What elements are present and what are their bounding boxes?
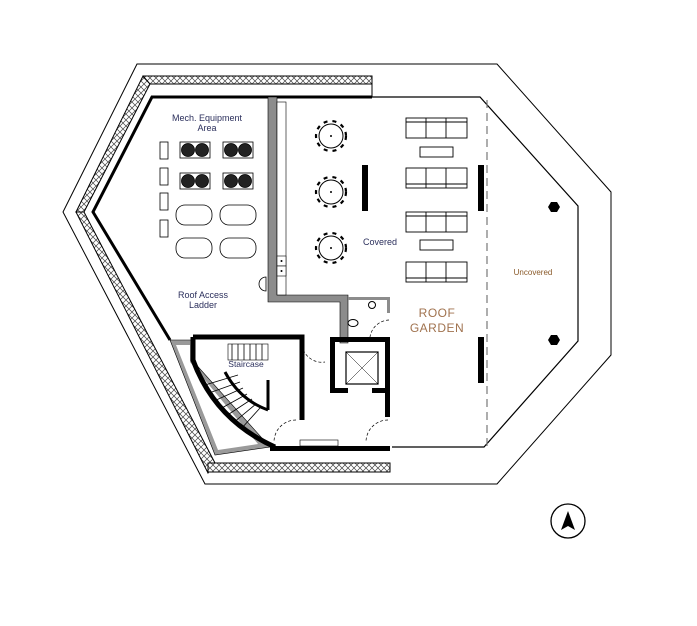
railing-top (142, 75, 373, 85)
railing-left-upper (75, 75, 151, 213)
toilet-icon (368, 301, 376, 309)
staircase-label: Staircase (228, 359, 264, 369)
columns (548, 202, 560, 345)
inner-wall (91, 95, 372, 341)
toilet-bowl-icon (347, 319, 359, 327)
ladder-icon (258, 276, 267, 292)
elevator (345, 351, 379, 385)
mech-equipment (159, 141, 257, 259)
planters (362, 165, 484, 383)
north-arrow-icon (550, 503, 586, 539)
outer-boundary (62, 63, 612, 485)
sofas (405, 117, 468, 283)
inner-wall-right (372, 96, 579, 448)
covered-label: Covered (362, 237, 398, 247)
uncovered-label: Uncovered (513, 268, 553, 277)
dining-tables (314, 119, 348, 265)
elevator-x-icon (345, 351, 379, 385)
railing-bottom (207, 462, 391, 473)
